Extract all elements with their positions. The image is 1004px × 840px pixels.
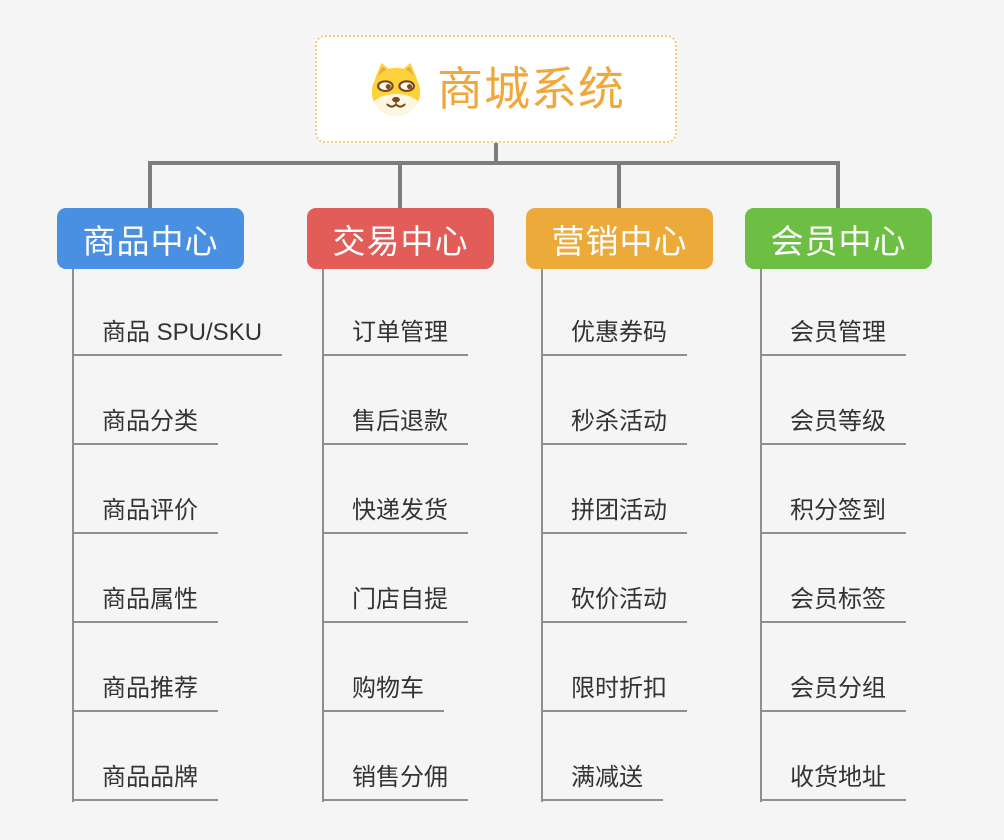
- leaf-node[interactable]: 会员标签: [760, 585, 906, 623]
- branch-header-members[interactable]: 会员中心: [745, 208, 932, 269]
- leaf-node[interactable]: 门店自提: [322, 585, 468, 623]
- trunk-trade: [322, 269, 324, 802]
- leaf-node[interactable]: 商品评价: [72, 496, 218, 534]
- leaf-node[interactable]: 限时折扣: [541, 674, 687, 712]
- root-title: 商城系统: [437, 63, 625, 115]
- leaf-node[interactable]: 秒杀活动: [541, 407, 687, 445]
- leaf-node[interactable]: 商品属性: [72, 585, 218, 623]
- shiba-dog-icon: [367, 60, 425, 118]
- leaf-node[interactable]: 销售分佣: [322, 763, 468, 801]
- leaf-node[interactable]: 购物车: [322, 674, 444, 712]
- leaf-node[interactable]: 收货地址: [760, 763, 906, 801]
- connector-drop-products: [148, 161, 152, 208]
- leaf-node[interactable]: 满减送: [541, 763, 663, 801]
- leaf-node[interactable]: 会员等级: [760, 407, 906, 445]
- connector-rail: [148, 161, 840, 165]
- connector-drop-trade: [398, 161, 402, 208]
- leaf-node[interactable]: 商品推荐: [72, 674, 218, 712]
- branch-header-products[interactable]: 商品中心: [57, 208, 244, 269]
- leaf-node[interactable]: 售后退款: [322, 407, 468, 445]
- leaf-node[interactable]: 快递发货: [322, 496, 468, 534]
- leaf-node[interactable]: 优惠券码: [541, 318, 687, 356]
- leaf-node[interactable]: 会员分组: [760, 674, 906, 712]
- branch-header-trade[interactable]: 交易中心: [307, 208, 494, 269]
- connector-root-stub: [494, 143, 498, 165]
- leaf-node[interactable]: 拼团活动: [541, 496, 687, 534]
- trunk-marketing: [541, 269, 543, 802]
- leaf-node[interactable]: 订单管理: [322, 318, 468, 356]
- leaf-node[interactable]: 商品品牌: [72, 763, 218, 801]
- leaf-node[interactable]: 商品分类: [72, 407, 218, 445]
- leaf-node[interactable]: 商品 SPU/SKU: [72, 318, 283, 356]
- trunk-members: [760, 269, 762, 802]
- branch-header-marketing[interactable]: 营销中心: [526, 208, 713, 269]
- leaf-node[interactable]: 砍价活动: [541, 585, 687, 623]
- trunk-products: [72, 269, 74, 802]
- root-node[interactable]: 商城系统: [315, 35, 677, 143]
- leaf-node[interactable]: 积分签到: [760, 496, 906, 534]
- connector-drop-marketing: [617, 161, 621, 208]
- connector-drop-members: [836, 161, 840, 208]
- leaf-node[interactable]: 会员管理: [760, 318, 906, 356]
